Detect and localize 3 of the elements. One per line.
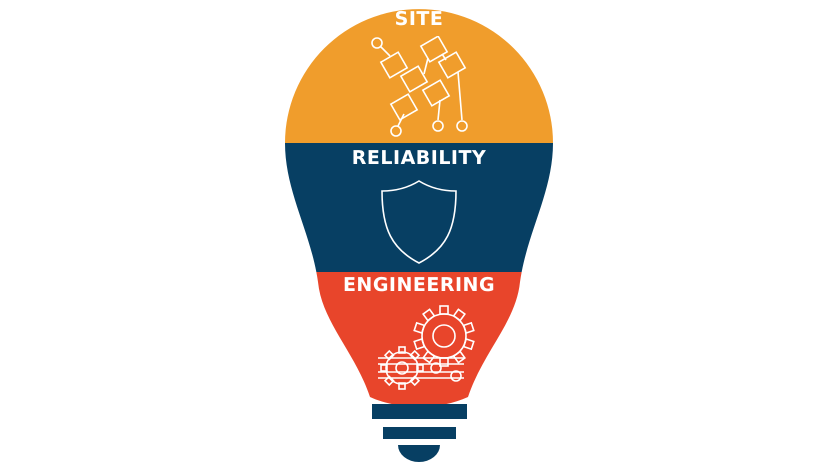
section-title: SITE (394, 8, 444, 30)
section-title: ENGINEERING (342, 274, 496, 296)
section-title: RELIABILITY (350, 147, 488, 169)
